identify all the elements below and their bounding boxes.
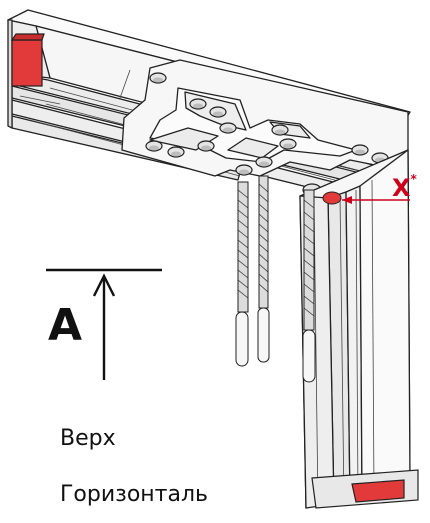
screw-slot-shading [149,77,385,175]
marker-asterisk: * [410,172,417,186]
label-horizontal: Горизонталь [60,482,209,507]
view-direction-letter: A [48,300,83,351]
corner-marker [322,191,410,205]
marker-label: X* [392,173,417,202]
vertical-rail-lines [313,179,375,507]
view-direction-arrow [46,268,162,380]
bottom-end-cap [311,469,419,509]
label-top: Верх [60,426,116,451]
vertical-frame-profile [299,149,411,509]
drill-bit-flutes [237,183,315,317]
marker-letter: X [392,174,411,202]
left-seal-insert [10,33,45,87]
drill-bits [235,175,316,383]
